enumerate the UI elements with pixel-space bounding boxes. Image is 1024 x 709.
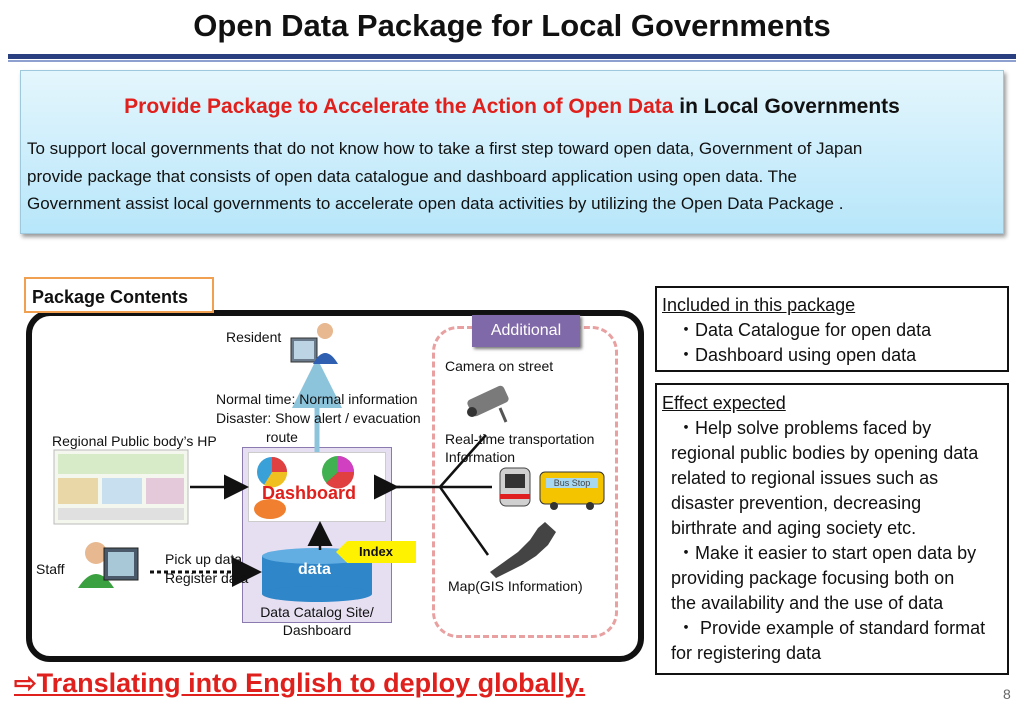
staff-label: Staff: [36, 561, 65, 577]
effect-line: disaster prevention, decreasing: [671, 493, 922, 513]
regional-website-thumbnail: [53, 449, 189, 525]
normal-time-label: Normal time: Normal information: [216, 391, 418, 407]
effect-line: the availability and the use of data: [671, 593, 944, 613]
disaster-label: Disaster: Show alert / evacuation: [216, 410, 421, 426]
index-tag: Index: [336, 541, 416, 563]
effect-title: Effect expected: [662, 393, 786, 413]
pick-up-label: Pick up data: [165, 551, 243, 567]
effect-line: providing package focusing both on: [671, 568, 955, 588]
camera-label: Camera on street: [445, 358, 554, 374]
title-divider: [8, 54, 1016, 59]
effect-list: ・Help solve problems faced by regional p…: [671, 416, 1005, 666]
japan-map-icon: [490, 522, 556, 578]
catalog-label: Dashboard: [282, 622, 352, 638]
included-item: ・Data Catalogue for open data: [677, 320, 932, 340]
included-title: Included in this package: [662, 295, 856, 315]
effect-line: regional public bodies by opening data: [671, 443, 979, 463]
effect-expected-box: Effect expected ・Help solve problems fac…: [655, 383, 1009, 675]
translating-note: ⇨Translating into English to deploy glob…: [14, 668, 586, 698]
banner-heading-red: Provide Package to Accelerate the Action…: [124, 95, 674, 118]
additional-tag: Additional: [472, 315, 580, 347]
transport-label: Information: [445, 449, 516, 465]
bus-icon: [539, 471, 605, 510]
page-number: 8: [1003, 686, 1011, 702]
banner-line: To support local governments that do not…: [27, 139, 863, 158]
train-icon: [499, 467, 531, 507]
banner-line: provide package that consists of open da…: [27, 166, 797, 186]
effect-line: ・Make it easier to start open data by: [677, 543, 977, 563]
camera-icon: [467, 385, 509, 423]
included-package-box: Included in this package ・Data Catalogue…: [655, 286, 1009, 372]
effect-line: birthrate and aging society etc.: [671, 518, 917, 538]
staff-icon: [78, 542, 139, 588]
dashboard-label: Dashboard: [262, 483, 357, 503]
pie-chart-icon: [322, 456, 355, 489]
included-item: ・Dashboard using open data: [677, 345, 917, 365]
line-to-map: [438, 486, 490, 556]
map-label: Map(GIS Information): [448, 578, 583, 594]
banner-body: To support local governments that do not…: [27, 135, 997, 218]
regional-hp-label: Regional Public body’s HP: [52, 433, 217, 449]
effect-line: ・ Provide example of standard format: [677, 618, 986, 638]
effect-line: related to regional issues such as: [671, 468, 939, 488]
transport-label: Real-time transportation: [445, 431, 595, 447]
resident-label: Resident: [226, 329, 282, 345]
bus-sign: Bus Stop: [553, 478, 591, 488]
line-to-camera: [439, 434, 487, 488]
banner-heading: Provide Package to Accelerate the Action…: [21, 95, 1003, 119]
banner-heading-black: in Local Governments: [679, 95, 900, 118]
banner-line: Government assist local governments to a…: [27, 194, 844, 213]
route-label: route: [266, 429, 298, 445]
pie-chart-icon: [254, 499, 286, 519]
register-label: Register data: [165, 570, 249, 586]
catalog-label: Data Catalog Site/: [260, 604, 374, 620]
data-label: data: [298, 561, 331, 578]
resident-icon: [290, 323, 338, 364]
package-contents-label: Package Contents: [24, 277, 214, 313]
pie-chart-icon: [257, 457, 288, 488]
intro-banner: Provide Package to Accelerate the Action…: [20, 70, 1004, 234]
title-divider-light: [8, 60, 1016, 62]
effect-line: for registering data: [671, 643, 822, 663]
page-title: Open Data Package for Local Governments: [193, 8, 831, 43]
effect-line: ・Help solve problems faced by: [677, 418, 932, 438]
